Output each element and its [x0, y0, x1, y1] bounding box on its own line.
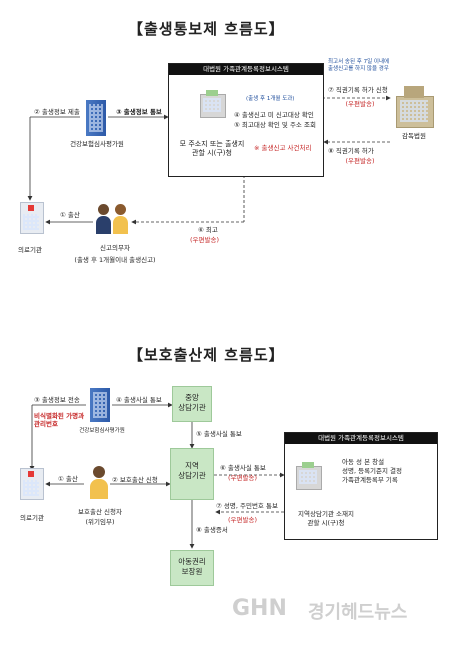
family-registry-system-box: 대법원 가족관계등록정보시스템: [168, 63, 324, 177]
step-4-label: ④ 출생사실 통보: [116, 396, 162, 404]
step-8-sub: (우편발송): [345, 157, 375, 165]
hospital-label: 건강보험심사평가원: [79, 428, 125, 434]
local-agency-box: 지역 상담기관: [170, 448, 214, 500]
step-3-red-note: 비식별화된 가명과 관리번호: [34, 412, 85, 428]
child-rights-agency-box: 아동권리 보장원: [170, 550, 214, 586]
office-building-icon: [296, 462, 322, 490]
medical-label: 의료기관: [18, 246, 42, 254]
step-4-note: (출생 후 1개월 도과): [246, 96, 295, 102]
reporter-label: 신고의무자: [100, 244, 130, 252]
system-tasks: 아동 성 본 창설 성명, 등록기준지 결정 가족관계등록부 기록: [342, 458, 403, 484]
step-1-label: ① 출산: [60, 211, 80, 219]
court-label: 감독법원: [402, 132, 426, 140]
step-6-label: ⑥ 출생사실 통보: [220, 464, 266, 472]
step-8-label: ⑧ 직권기록 허가: [328, 147, 374, 155]
system-header: 대법원 가족관계등록정보시스템: [169, 64, 323, 75]
step-7-label: ⑦ 직권기록 허가 신청: [328, 86, 388, 94]
building-icon: [90, 388, 110, 422]
applicant-sub: (위기임부): [85, 518, 115, 526]
step-7-sub: (우편발송): [228, 516, 257, 524]
office-building-icon: [200, 90, 226, 118]
central-agency-box: 중앙 상담기관: [172, 386, 212, 422]
step-5-label: ⑤ 최고대상 확인 및 주소 조회: [234, 121, 316, 129]
step-4-label: ④ 출생신고 미 신고대상 확인: [234, 111, 314, 119]
step-5-red-note: ※ 출생신고 사건처리: [254, 144, 312, 152]
step-6-sub: (우편발송): [190, 236, 219, 244]
watermark-logo: GHN: [232, 596, 287, 621]
medical-label: 의료기관: [20, 514, 44, 522]
parents-icon: [96, 202, 130, 236]
protected-birth-title: 【보호출산제 흐름도】: [128, 346, 285, 364]
hospital-building-icon: [20, 202, 44, 234]
system-header: 대법원 가족관계등록정보시스템: [285, 433, 437, 444]
step-2-label: ② 출생정보 제출: [34, 108, 80, 116]
step-8-label: ⑧ 출생증서: [196, 526, 228, 534]
step-2-label: ② 보호출산 신청: [112, 476, 158, 484]
step-6-label: ⑥ 최고: [198, 226, 218, 234]
step-6-sub: (우편발송): [228, 474, 257, 482]
reporter-sub: (출생 후 1개월이내 출생신고): [74, 256, 156, 264]
municipality-label: 모 주소지 또는 출생지 관할 시(구)청: [179, 140, 245, 157]
watermark-name: 경기헤드뉴스: [308, 602, 408, 623]
hospital-building-icon: [20, 468, 44, 500]
step-3-label: ③ 출생정보 통보: [116, 108, 162, 116]
step-1-label: ① 출산: [58, 475, 78, 483]
court-building-icon: [396, 86, 434, 128]
birth-report-title: 【출생통보제 흐름도】: [128, 20, 285, 38]
step-5-label: ⑤ 출생사실 통보: [196, 430, 242, 438]
office-label: 지역상담기관 소재지 관할 시(구)청: [298, 510, 354, 527]
step-7-label: ⑦ 성명, 주민번호 통보: [216, 502, 278, 510]
step-7-note: 최고서 송된 후 7일 이내에 출생신고를 하지 않을 경우: [328, 59, 390, 72]
applicant-icon: [88, 466, 110, 500]
step-3-label: ③ 출생정보 전송: [34, 396, 80, 404]
hospital-label: 건강보험심사평가원: [70, 140, 124, 148]
applicant-label: 보호출산 신청자: [78, 508, 122, 516]
step-7-sub: (우편발송): [345, 100, 375, 108]
building-icon: [86, 100, 106, 136]
